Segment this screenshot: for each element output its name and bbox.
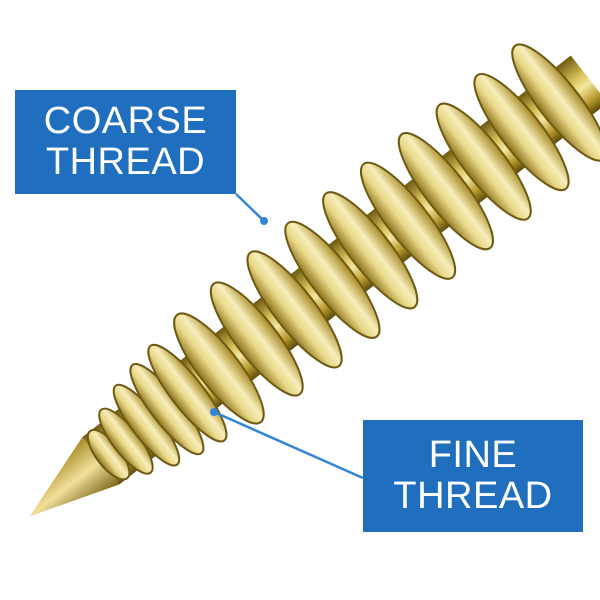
fine-leader-line [213,410,364,480]
coarse-thread-callout: COARSE THREAD [15,90,236,194]
coarse-leader-dot [260,217,268,225]
coarse-leader-line [235,193,265,222]
fine-leader-dot [210,408,218,416]
fine-thread-callout: FINE THREAD [363,420,583,532]
coarse-callout-line1: COARSE [43,99,208,142]
fine-threads [86,343,228,481]
fine-callout-line2: THREAD [393,475,553,517]
coarse-threads [173,43,600,425]
coarse-callout-line2: THREAD [45,141,206,183]
fine-callout-line1: FINE [428,433,518,476]
